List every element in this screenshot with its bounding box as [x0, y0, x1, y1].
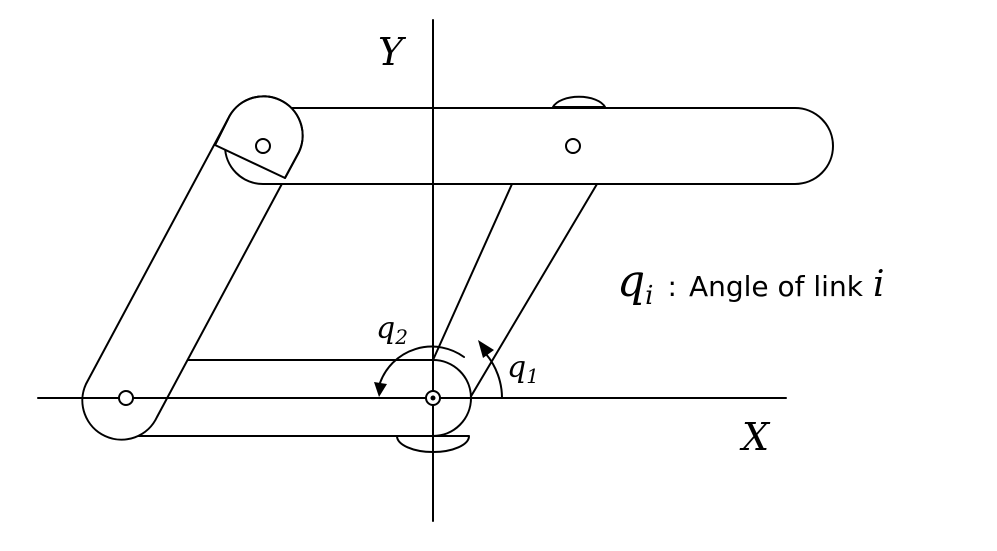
- link-left-diagonal-front-edge: [214, 95, 304, 179]
- angle-arc-q2: [379, 345, 465, 384]
- joint-pin-top-left: [255, 138, 271, 154]
- angle-arrowhead-q2: [374, 382, 387, 397]
- y-axis-label: Y: [378, 30, 407, 74]
- joint-pin-top-right: [565, 138, 581, 154]
- angle-label-q2: q2: [376, 311, 408, 349]
- angle-label-q1: q1: [507, 350, 539, 388]
- angle-arrowhead-q1: [478, 340, 494, 358]
- joint-pin-origin-inner: [430, 395, 436, 401]
- joint-cap-top: [552, 95, 606, 108]
- joint-pin-bottom-left: [118, 390, 134, 406]
- x-axis-label: X: [739, 415, 771, 459]
- angle-arc-q1: [485, 353, 503, 399]
- link-top-bar: [224, 107, 834, 185]
